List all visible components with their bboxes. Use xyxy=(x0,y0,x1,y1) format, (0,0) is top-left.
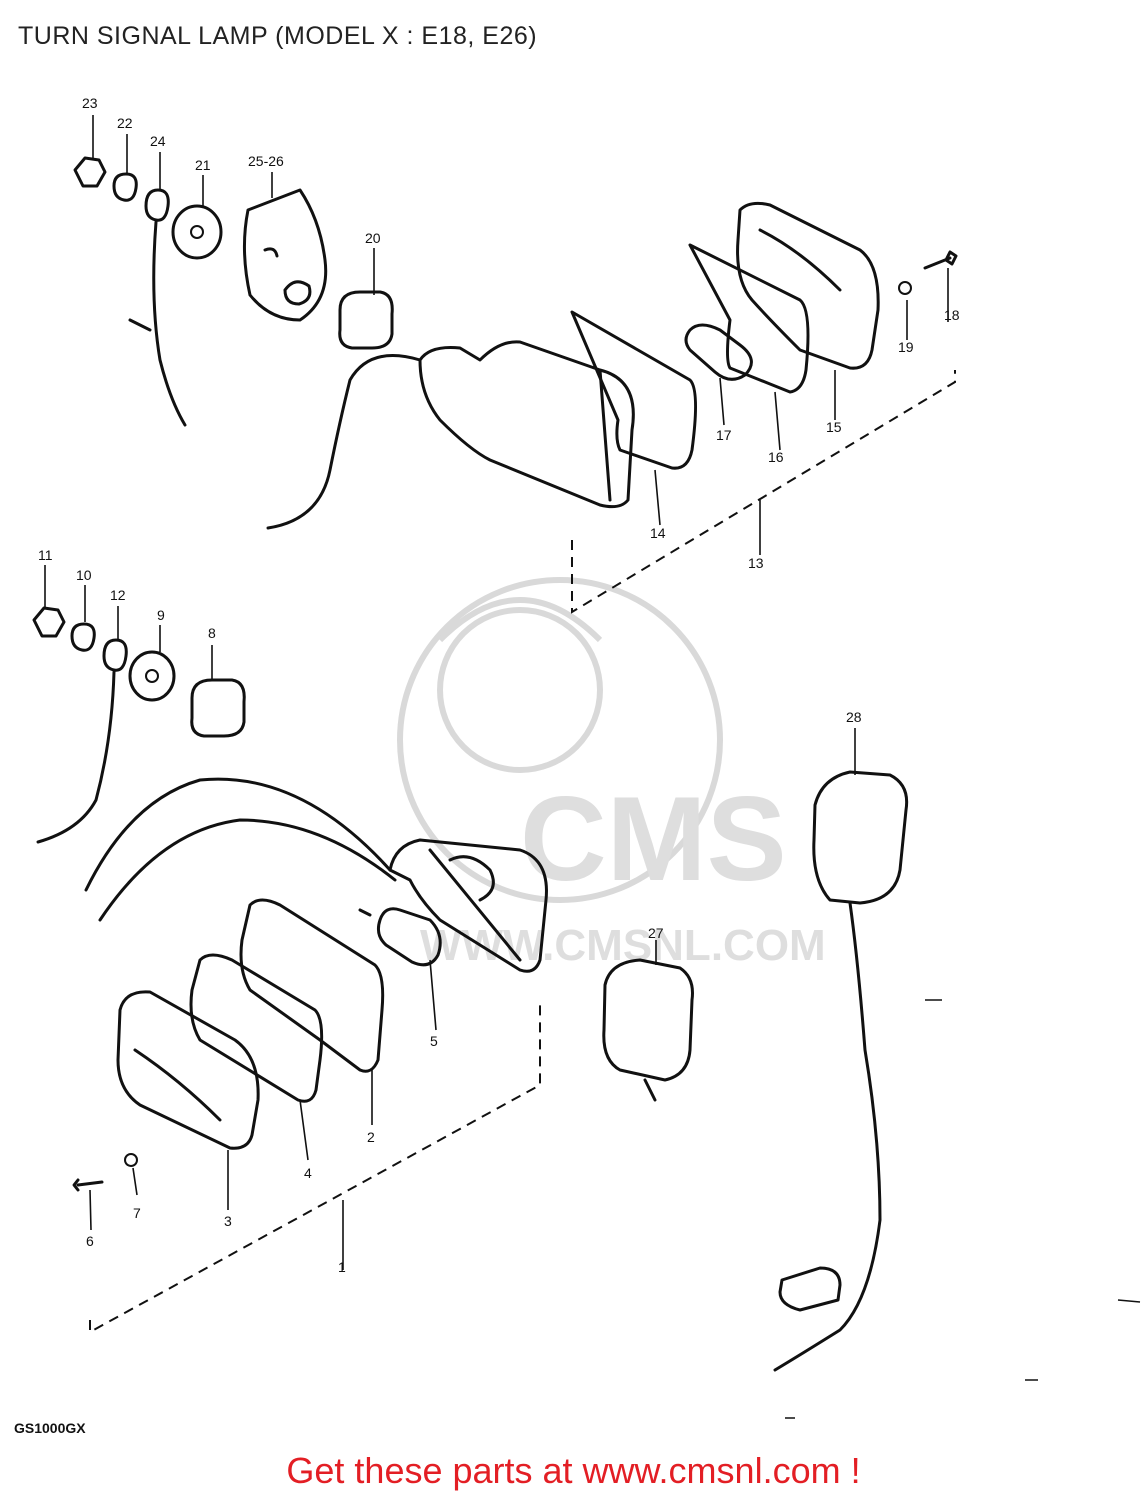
part-label-5: 5 xyxy=(430,1033,438,1049)
flasher-unit-28-drawing xyxy=(812,770,909,905)
part-label-25-26: 25-26 xyxy=(248,153,284,169)
upper-turn-signal-assembly xyxy=(73,115,958,614)
grommet-8-drawing xyxy=(190,678,246,738)
part-label-19: 19 xyxy=(898,339,914,355)
part-label-27: 27 xyxy=(648,925,664,941)
nut-23-drawing xyxy=(73,156,107,188)
washer-7-drawing xyxy=(124,1153,138,1167)
part-label-15: 15 xyxy=(826,419,842,435)
part-label-22: 22 xyxy=(117,115,133,131)
grommet-20-drawing xyxy=(338,290,394,350)
gasket-2-drawing xyxy=(239,898,385,1073)
gasket-14-drawing xyxy=(570,310,698,470)
cms-watermark: CMS WWW.CMSNL.COM xyxy=(397,577,826,970)
nut-11-drawing xyxy=(32,606,66,638)
part-label-10: 10 xyxy=(76,567,92,583)
part-label-11: 11 xyxy=(38,547,53,563)
part-labels: 23 22 24 21 25-26 20 18 19 15 16 17 14 1… xyxy=(38,95,960,1275)
part-label-21: 21 xyxy=(195,157,211,173)
part-label-23: 23 xyxy=(82,95,98,111)
part-label-16: 16 xyxy=(768,449,784,465)
part-label-6: 6 xyxy=(86,1233,94,1249)
part-label-7: 7 xyxy=(133,1205,141,1221)
lower-turn-signal-assembly xyxy=(32,565,548,1334)
lamp-housing-13-drawing xyxy=(418,340,635,509)
part-label-17: 17 xyxy=(716,427,732,443)
part-label-13: 13 xyxy=(748,555,764,571)
lens-3-drawing xyxy=(116,990,260,1150)
part-label-4: 4 xyxy=(304,1165,312,1181)
model-code: GS1000GX xyxy=(14,1420,86,1436)
part-label-14: 14 xyxy=(650,525,666,541)
page-title: TURN SIGNAL LAMP (MODEL X : E18, E26) xyxy=(18,22,538,50)
washer-10-drawing xyxy=(70,622,96,652)
part-label-12: 12 xyxy=(110,587,126,603)
ring-terminal-12-drawing xyxy=(36,638,128,844)
flasher-unit-28 xyxy=(773,728,1141,1419)
assembly-13-bracket-line xyxy=(571,370,956,614)
upper-lamp-wire-drawing xyxy=(266,354,422,530)
connector-drawing xyxy=(778,1266,842,1312)
screw-6-drawing xyxy=(72,1178,104,1192)
part-label-20: 20 xyxy=(365,230,381,246)
relay-27-drawing xyxy=(602,958,694,1102)
relay-27 xyxy=(602,940,694,1102)
part-label-8: 8 xyxy=(208,625,216,641)
bulb-5-drawing xyxy=(358,907,442,967)
screw-18-drawing xyxy=(923,250,958,270)
washer-19-drawing xyxy=(898,281,912,295)
part-label-18: 18 xyxy=(944,307,960,323)
part-label-3: 3 xyxy=(224,1213,232,1229)
bracket-25-26-drawing xyxy=(242,188,328,322)
gasket-4-drawing xyxy=(189,953,324,1103)
assembly-1-bracket-line xyxy=(89,1000,541,1334)
part-label-28: 28 xyxy=(846,709,862,725)
washer-9-drawing xyxy=(128,650,176,702)
part-label-2: 2 xyxy=(367,1129,375,1145)
part-label-24: 24 xyxy=(150,133,166,149)
watermark-url: WWW.CMSNL.COM xyxy=(420,921,826,970)
watermark-brand: CMS xyxy=(520,772,787,906)
lamp-housing-1-drawing xyxy=(388,838,548,973)
ring-terminal-24-drawing xyxy=(144,188,187,427)
promo-link[interactable]: Get these parts at www.cmsnl.com ! xyxy=(286,1450,861,1491)
washer-22-drawing xyxy=(112,172,138,202)
gasket-16-drawing xyxy=(688,243,810,394)
part-label-9: 9 xyxy=(157,607,165,623)
part-label-1: 1 xyxy=(338,1259,346,1275)
lower-lamp-wires-drawing xyxy=(84,777,397,922)
lens-15-drawing xyxy=(736,201,880,370)
flasher-harness-drawing xyxy=(773,901,882,1372)
washer-21-drawing xyxy=(171,204,223,260)
